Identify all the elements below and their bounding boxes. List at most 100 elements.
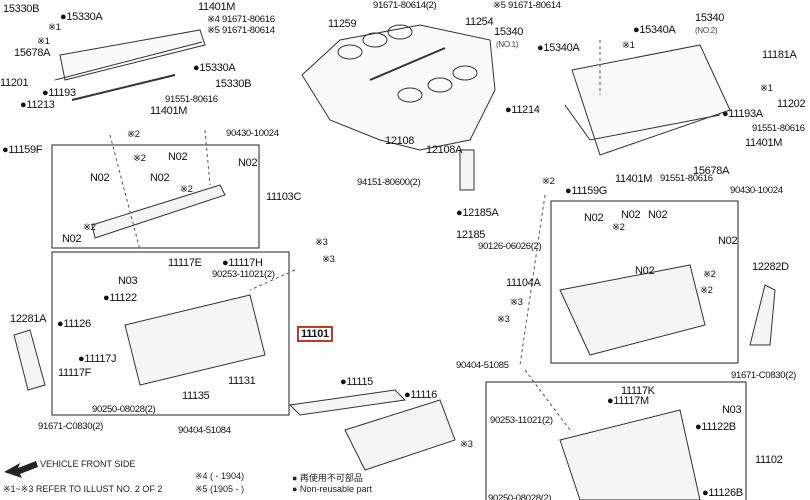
part-callout-11159f[interactable]: ●11159F xyxy=(2,144,43,156)
part-callout-12185[interactable]: 12185 xyxy=(456,229,486,241)
part-callout-90404-51085[interactable]: 90404-51085 xyxy=(456,360,509,371)
part-callout-3[interactable]: ※3 xyxy=(510,297,523,308)
part-callout-11103c[interactable]: 11103C xyxy=(266,191,302,203)
part-callout-11259[interactable]: 11259 xyxy=(328,18,357,30)
part-callout-11117h[interactable]: ●11117H xyxy=(222,257,263,269)
part-callout-11213[interactable]: ●11213 xyxy=(20,99,55,111)
part-callout-11102[interactable]: 11102 xyxy=(755,454,783,466)
part-callout-91671-c08302[interactable]: 91671-C0830(2) xyxy=(731,370,796,381)
oil-filler-12185[interactable] xyxy=(459,149,475,191)
part-callout-2[interactable]: ※2 xyxy=(612,222,625,233)
part-callout-15330b[interactable]: 15330B xyxy=(3,3,40,15)
part-callout-2[interactable]: ※2 xyxy=(703,269,716,280)
part-callout-5-91671-80614[interactable]: ※5 91671-80614 xyxy=(493,0,561,11)
part-callout-n02[interactable]: N02 xyxy=(584,212,604,224)
part-callout-91551-80616[interactable]: 91551-80616 xyxy=(165,94,218,105)
part-callout-90253-110212[interactable]: 90253-11021(2) xyxy=(490,415,553,426)
part-callout-n02[interactable]: N02 xyxy=(150,172,170,184)
part-callout-3[interactable]: ※3 xyxy=(497,314,510,325)
part-callout-5-91671-80614[interactable]: ※5 91671-80614 xyxy=(207,25,275,36)
part-callout-1[interactable]: ※1 xyxy=(48,22,61,33)
part-callout-15340a[interactable]: ●15340A xyxy=(537,42,580,54)
part-callout-12281a[interactable]: 12281A xyxy=(10,313,47,325)
part-callout-12108a[interactable]: 12108A xyxy=(426,144,463,156)
part-callout-90404-51084[interactable]: 90404-51084 xyxy=(178,425,231,436)
highlighted-part-callout-11101[interactable]: 11101 xyxy=(297,326,333,342)
part-callout-11126[interactable]: ●11126 xyxy=(57,318,91,330)
camshaft-housing-left[interactable] xyxy=(91,184,226,239)
part-callout-15330a[interactable]: ●15330A xyxy=(193,62,236,74)
valve-cover-right[interactable] xyxy=(564,44,731,156)
cylinder-head-left[interactable] xyxy=(124,294,266,386)
part-callout-2[interactable]: ※2 xyxy=(542,176,555,187)
part-callout-90250-080282[interactable]: 90250-08028(2) xyxy=(92,404,156,415)
part-callout-n02[interactable]: N02 xyxy=(238,157,258,169)
part-callout-no-2[interactable]: (NO.2) xyxy=(695,26,718,35)
part-callout-11131[interactable]: 11131 xyxy=(228,375,256,387)
part-callout-2[interactable]: ※2 xyxy=(180,184,193,195)
part-callout-15340[interactable]: 15340 xyxy=(695,12,725,24)
part-callout-n02[interactable]: N02 xyxy=(90,172,110,184)
part-callout-11401m[interactable]: 11401M xyxy=(198,1,236,13)
part-callout-11401m[interactable]: 11401M xyxy=(615,173,653,185)
part-callout-91671-806142[interactable]: 91671-80614(2) xyxy=(373,0,437,11)
part-callout-11122[interactable]: ●11122 xyxy=(103,292,137,304)
part-callout-90253-110212[interactable]: 90253-11021(2) xyxy=(212,269,275,280)
part-callout-11201[interactable]: 11201 xyxy=(0,77,29,89)
part-callout-2[interactable]: ※2 xyxy=(83,222,96,233)
part-callout-11104a[interactable]: 11104A xyxy=(506,277,541,289)
part-callout-90430-10024[interactable]: 90430-10024 xyxy=(730,185,783,196)
part-callout-11401m[interactable]: 11401M xyxy=(745,137,783,149)
part-callout-90250-080282[interactable]: 90250-08028(2) xyxy=(488,493,552,500)
part-callout-1[interactable]: ※1 xyxy=(37,36,50,47)
part-callout-15340[interactable]: 15340 xyxy=(494,26,524,38)
part-callout-11117m[interactable]: ●11117M xyxy=(607,395,649,407)
part-callout-2[interactable]: ※2 xyxy=(127,129,140,140)
part-callout-15330a[interactable]: ●15330A xyxy=(60,11,103,23)
part-callout-no-1[interactable]: (NO.1) xyxy=(496,40,519,49)
part-callout-n02[interactable]: N02 xyxy=(718,235,738,247)
part-callout-15678a[interactable]: 15678A xyxy=(693,165,730,177)
part-callout-90126-060262[interactable]: 90126-06026(2) xyxy=(478,241,542,252)
valve-cover-left[interactable] xyxy=(54,29,206,101)
part-callout-2[interactable]: ※2 xyxy=(700,285,713,296)
part-callout-11193[interactable]: ●11193 xyxy=(42,87,76,99)
part-callout-1[interactable]: ※1 xyxy=(760,83,773,94)
part-callout-n03[interactable]: N03 xyxy=(118,275,138,287)
part-callout-n02[interactable]: N02 xyxy=(648,209,668,221)
part-callout-2[interactable]: ※2 xyxy=(133,153,146,164)
part-callout-n02[interactable]: N02 xyxy=(621,209,641,221)
part-callout-15340a[interactable]: ●15340A xyxy=(633,24,676,36)
part-callout-11254[interactable]: 11254 xyxy=(465,16,494,28)
cylinder-head-right[interactable] xyxy=(559,409,701,500)
part-callout-11117f[interactable]: 11117F xyxy=(58,367,92,379)
part-callout-11117j[interactable]: ●11117J xyxy=(78,353,117,365)
part-callout-12185a[interactable]: ●12185A xyxy=(456,207,499,219)
part-callout-11126b[interactable]: ●11126B xyxy=(702,487,743,499)
part-callout-15678a[interactable]: 15678A xyxy=(14,47,51,59)
part-callout-3[interactable]: ※3 xyxy=(460,439,473,450)
part-callout-11135[interactable]: 11135 xyxy=(182,390,210,402)
part-callout-90430-10024[interactable]: 90430-10024 xyxy=(226,128,279,139)
part-callout-91551-80616[interactable]: 91551-80616 xyxy=(660,173,713,184)
bracket-12281a[interactable] xyxy=(13,329,46,391)
part-callout-12108[interactable]: 12108 xyxy=(385,135,415,147)
part-callout-11214[interactable]: ●11214 xyxy=(505,104,540,116)
part-callout-94151-806002[interactable]: 94151-80600(2) xyxy=(357,177,421,188)
part-callout-11122b[interactable]: ●11122B xyxy=(695,421,736,433)
part-callout-11401m[interactable]: 11401M xyxy=(150,105,188,117)
camshaft-housing-right[interactable] xyxy=(559,264,706,356)
part-callout-n03[interactable]: N03 xyxy=(722,404,742,416)
part-callout-n02[interactable]: N02 xyxy=(62,233,82,245)
bracket-12282d[interactable] xyxy=(749,284,776,346)
gasket-11115[interactable] xyxy=(288,389,407,416)
part-callout-3[interactable]: ※3 xyxy=(322,254,335,265)
part-callout-11117e[interactable]: 11117E xyxy=(168,257,202,269)
part-callout-15330b[interactable]: 15330B xyxy=(215,78,252,90)
part-callout-12282d[interactable]: 12282D xyxy=(752,261,789,273)
part-callout-91551-80616[interactable]: 91551-80616 xyxy=(752,123,805,134)
part-callout-11159g[interactable]: ●11159G xyxy=(565,185,608,197)
part-callout-3[interactable]: ※3 xyxy=(315,237,328,248)
part-callout-11193a[interactable]: ●11193A xyxy=(722,108,763,120)
part-callout-n02[interactable]: N02 xyxy=(168,151,188,163)
